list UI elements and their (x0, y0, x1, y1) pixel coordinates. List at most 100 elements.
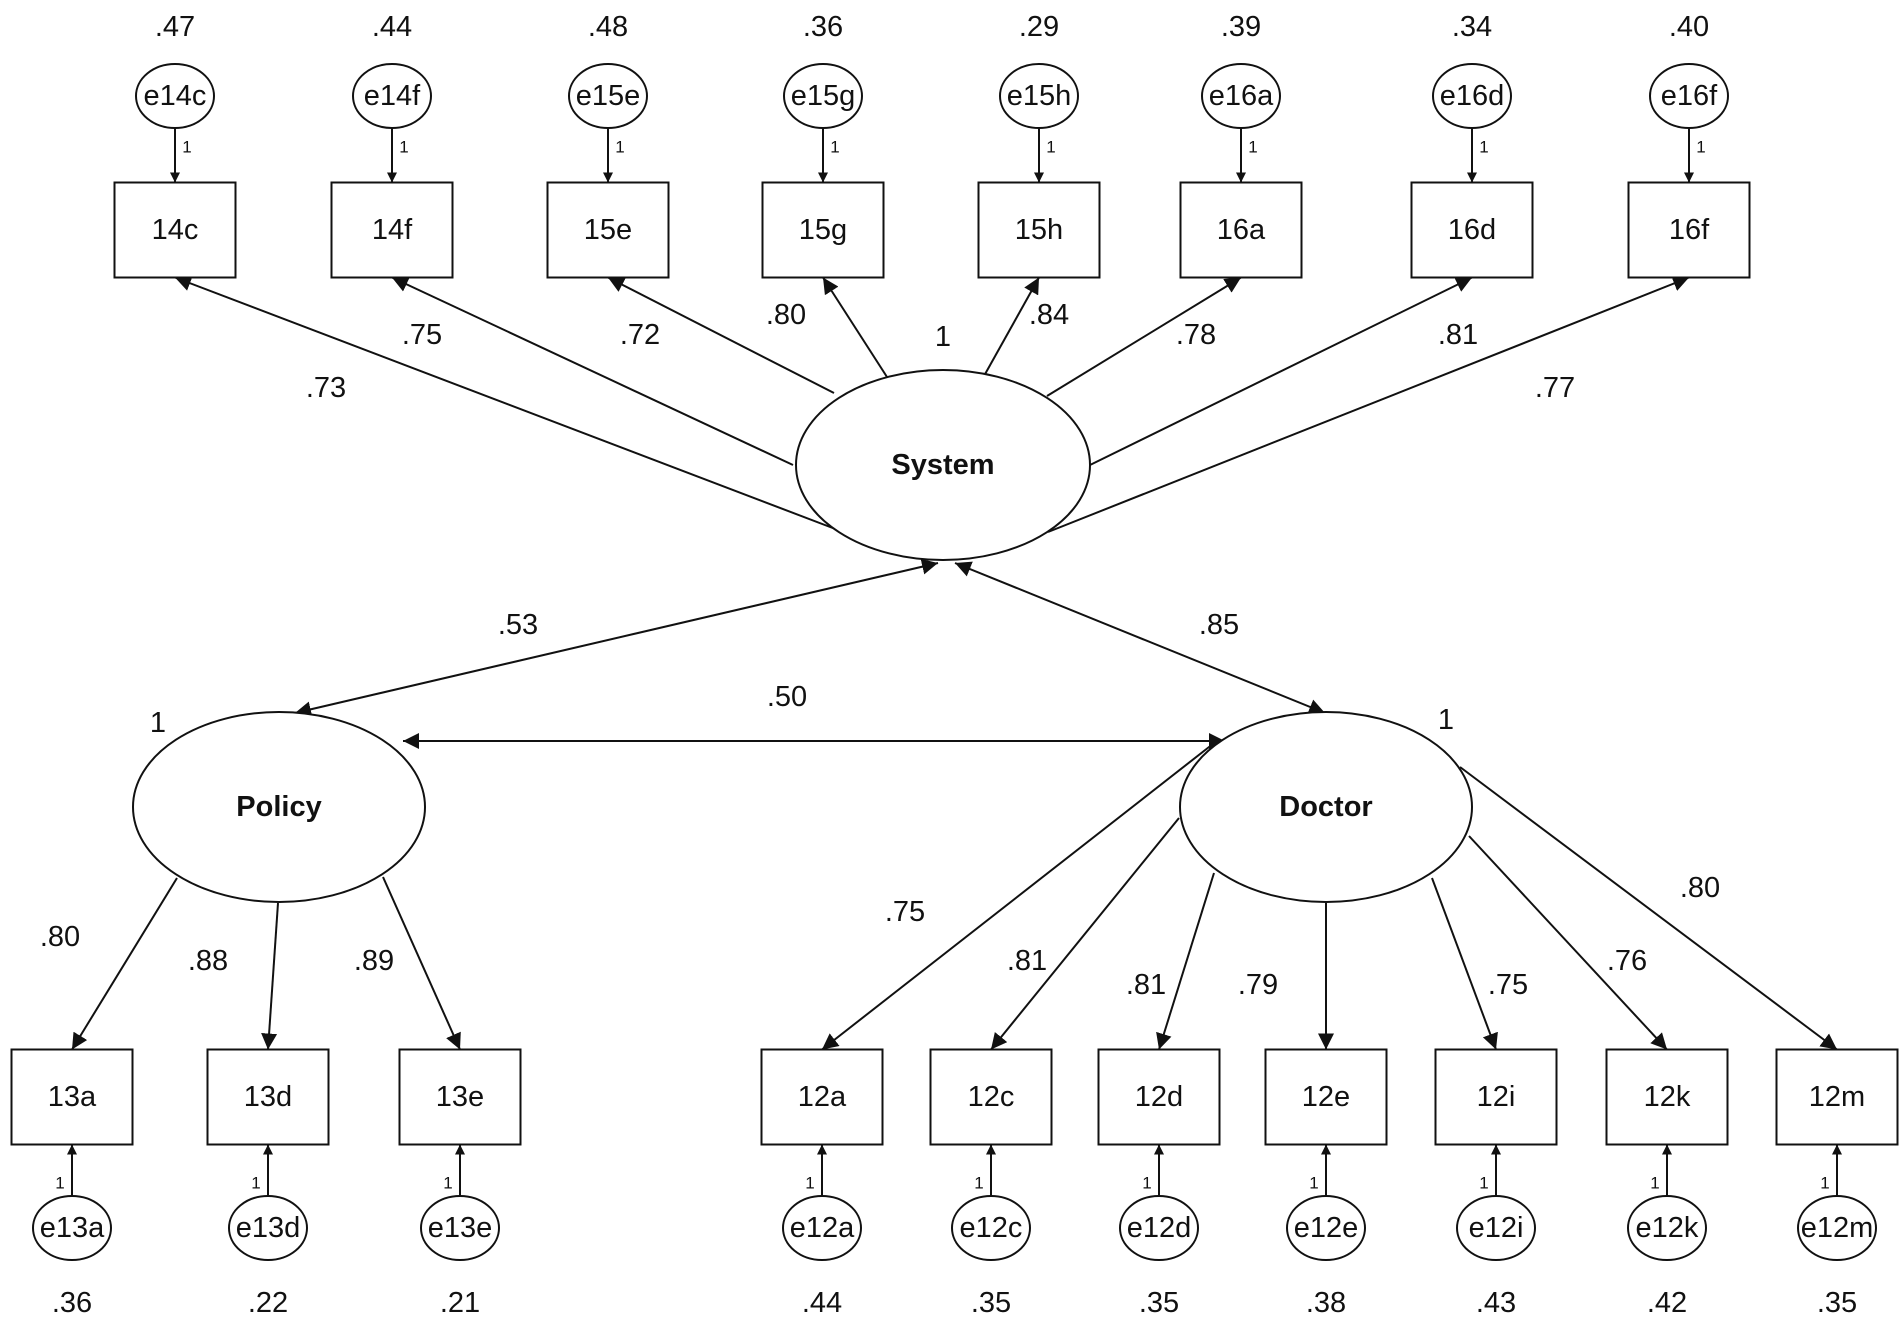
loading-arrow-13d (261, 902, 279, 1050)
factor-ellipse-doctor (1179, 711, 1473, 903)
error-variance-e13a: .36 (52, 1287, 92, 1319)
loading-label-12a: .75 (885, 896, 925, 928)
loading-label-12m: .80 (1680, 872, 1720, 904)
factor-name-doctor: Doctor (1279, 791, 1372, 823)
error-path-fixed-e12i: 1 (1479, 1174, 1488, 1193)
error-name-e16a: e16a (1209, 80, 1274, 112)
error-variance-e13d: .22 (248, 1287, 288, 1319)
error-variance-e12d: .35 (1139, 1287, 1179, 1319)
correlation-arrow-system-doctor (954, 561, 1326, 715)
indicator-box-14f (330, 181, 454, 279)
indicator-box-15g (761, 181, 885, 279)
error-variance-e15g: .36 (803, 11, 843, 43)
indicator-label-12m: 12m (1809, 1081, 1865, 1113)
indicator-box-16a (1179, 181, 1303, 279)
loading-label-12i: .75 (1488, 969, 1528, 1001)
error-name-e16f: e16f (1661, 80, 1718, 112)
loading-arrow-14c (174, 275, 839, 531)
error-ellipse-e16f (1649, 63, 1729, 129)
indicator-label-12e: 12e (1302, 1081, 1350, 1113)
loading-label-14f: .75 (402, 319, 442, 351)
indicator-box-13a (10, 1048, 134, 1146)
indicator-label-16a: 16a (1217, 214, 1266, 246)
factor-variance-policy: 1 (150, 707, 166, 739)
indicator-box-15e (546, 181, 670, 279)
error-path-fixed-e13a: 1 (55, 1174, 64, 1193)
loading-label-12d: .81 (1126, 969, 1166, 1001)
error-name-e12k: e12k (1636, 1212, 1699, 1244)
loading-arrow-16f (1047, 275, 1690, 533)
correlation-label-system-policy: .53 (498, 609, 538, 641)
loading-label-14c: .73 (306, 372, 346, 404)
error-variance-e12e: .38 (1306, 1287, 1346, 1319)
loading-label-12c: .81 (1007, 945, 1047, 977)
error-ellipse-e13a (32, 1195, 112, 1261)
indicator-label-15e: 15e (584, 214, 632, 246)
factor-name-policy: Policy (236, 791, 321, 823)
loading-arrow-15h (983, 277, 1040, 377)
error-ellipse-e12e (1286, 1195, 1366, 1261)
indicator-box-13e (398, 1048, 522, 1146)
error-ellipse-e12c (951, 1195, 1031, 1261)
error-path-fixed-e16f: 1 (1696, 138, 1705, 157)
factor-name-system: System (891, 449, 994, 481)
loading-arrow-12m (1459, 766, 1838, 1051)
loading-arrow-12k (1468, 835, 1668, 1051)
indicator-label-12a: 12a (798, 1081, 847, 1113)
loading-arrow-12a (821, 739, 1219, 1051)
error-name-e12a: e12a (790, 1212, 855, 1244)
error-path-fixed-e16d: 1 (1479, 138, 1488, 157)
indicator-label-16d: 16d (1448, 214, 1496, 246)
loading-label-16d: .81 (1438, 319, 1478, 351)
indicator-box-16d (1410, 181, 1534, 279)
error-variance-e15h: .29 (1019, 11, 1059, 43)
loading-arrow-13e (382, 876, 461, 1050)
indicator-box-12m (1775, 1048, 1899, 1146)
indicator-label-13d: 13d (244, 1081, 292, 1113)
error-variance-e16a: .39 (1221, 11, 1261, 43)
error-variance-e14c: .47 (155, 11, 195, 43)
error-name-e13a: e13a (40, 1212, 105, 1244)
error-ellipse-e12a (782, 1195, 862, 1261)
loading-label-12e: .79 (1238, 969, 1278, 1001)
indicator-label-12i: 12i (1477, 1081, 1516, 1113)
loading-arrow-12i (1431, 877, 1498, 1050)
loading-arrow-12d (1156, 872, 1215, 1050)
error-ellipse-e16a (1201, 63, 1281, 129)
error-variance-e12k: .42 (1647, 1287, 1687, 1319)
error-variance-e16d: .34 (1452, 11, 1492, 43)
error-name-e15g: e15g (791, 80, 856, 112)
indicator-label-13e: 13e (436, 1081, 484, 1113)
loading-label-16f: .77 (1535, 372, 1575, 404)
error-variance-e14f: .44 (372, 11, 412, 43)
correlation-label-system-doctor: .85 (1199, 609, 1239, 641)
indicator-label-14c: 14c (152, 214, 199, 246)
loading-arrow-14f (391, 276, 794, 466)
error-path-fixed-e15e: 1 (615, 138, 624, 157)
indicator-box-12k (1605, 1048, 1729, 1146)
correlation-label-policy-doctor: .50 (767, 681, 807, 713)
loading-arrow-16d (1089, 276, 1473, 466)
error-path-fixed-e13d: 1 (251, 1174, 260, 1193)
loading-arrow-12c (990, 817, 1180, 1051)
error-variance-e12i: .43 (1476, 1287, 1516, 1319)
indicator-label-13a: 13a (48, 1081, 97, 1113)
error-path-fixed-e12m: 1 (1820, 1174, 1829, 1193)
indicator-label-12c: 12c (968, 1081, 1015, 1113)
loading-label-13d: .88 (188, 945, 228, 977)
error-ellipse-e15h (999, 63, 1079, 129)
error-name-e12i: e12i (1469, 1212, 1524, 1244)
error-ellipse-e12k (1627, 1195, 1707, 1261)
error-name-e14c: e14c (144, 80, 207, 112)
loading-arrow-15g (822, 276, 888, 378)
indicator-box-16f (1627, 181, 1751, 279)
loading-arrow-16a (1046, 276, 1242, 397)
error-name-e12c: e12c (960, 1212, 1023, 1244)
indicator-box-12a (760, 1048, 884, 1146)
indicator-label-15g: 15g (799, 214, 847, 246)
factor-ellipse-system (795, 369, 1091, 561)
error-variance-e16f: .40 (1669, 11, 1709, 43)
error-name-e12e: e12e (1294, 1212, 1359, 1244)
loading-label-16a: .78 (1176, 319, 1216, 351)
